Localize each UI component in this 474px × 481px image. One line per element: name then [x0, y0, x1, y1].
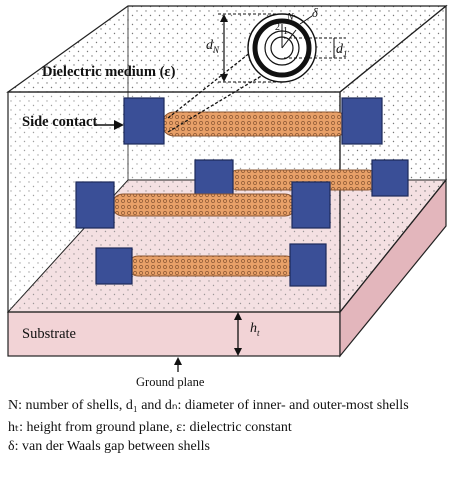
contact-right: [289, 243, 327, 287]
contact-left: [123, 97, 165, 145]
zoom-lines: [167, 39, 279, 133]
cross-section-inset: [218, 13, 346, 83]
caption-line-1: N: number of shells, d₁ and dₙ: diameter…: [8, 398, 409, 413]
contact-right: [341, 97, 383, 145]
caption-line-3: δ: van der Waals gap between shells: [8, 439, 210, 454]
dN-label: dN: [206, 38, 220, 55]
cnt-top: [123, 97, 383, 145]
caption-line-2: hₜ: height from ground plane, ε: dielect…: [8, 420, 292, 435]
substrate-label: Substrate: [22, 326, 76, 342]
shell-1-label: 1: [283, 26, 288, 37]
shell-2-label: 2: [275, 22, 280, 33]
shell-ring: [252, 18, 312, 78]
substrate-front-face: [7, 311, 341, 357]
contact-left: [194, 159, 234, 197]
delta-label: δ: [312, 6, 318, 20]
cnt-tube: [111, 193, 297, 217]
side-contact-label: Side contact: [22, 114, 98, 130]
cnt-tube: [127, 255, 297, 277]
side-contact-arrow: [94, 120, 124, 130]
cnt-tube: [161, 111, 349, 137]
d1-label: d1: [336, 42, 348, 59]
ht-label: ht: [250, 321, 260, 338]
ground-plane-arrow: [174, 357, 182, 372]
contact-left: [95, 247, 133, 285]
contact-right: [291, 181, 331, 229]
contact-right: [371, 159, 409, 197]
dielectric-label: Dielectric medium (ε): [42, 64, 176, 80]
ground-plane-label: Ground plane: [136, 375, 205, 389]
cnt-bottom: [95, 243, 327, 287]
contact-left: [75, 181, 115, 229]
cnt-middle: [75, 181, 331, 229]
delta-leader: [299, 15, 313, 25]
N-label: N: [287, 12, 294, 23]
cnt-back: [194, 159, 409, 197]
ht-dimension: [234, 312, 242, 356]
